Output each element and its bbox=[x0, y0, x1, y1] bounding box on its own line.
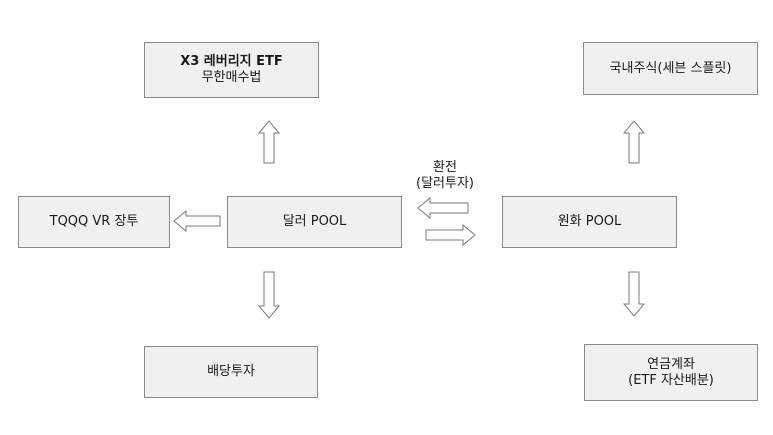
arrow-left-tqqq-vr bbox=[173, 209, 221, 233]
exchange-label-line-1: 환전 bbox=[433, 160, 457, 175]
node-pension: 연금계좌 (ETF 자산배분) bbox=[584, 344, 758, 401]
arrow-down-pension bbox=[622, 271, 646, 317]
node-tqqq-vr-line-1: TQQQ VR 장투 bbox=[49, 214, 139, 229]
node-domestic-stock: 국내주식(세븐 스플릿) bbox=[583, 42, 758, 95]
exchange-label: 환전 (달러투자) bbox=[400, 160, 490, 192]
node-won-pool-line-1: 원화 POOL bbox=[557, 214, 622, 229]
node-dollar-pool-line-1: 달러 POOL bbox=[282, 214, 347, 229]
node-pension-line-1: 연금계좌 bbox=[647, 356, 695, 372]
node-dividend: 배당투자 bbox=[144, 346, 318, 398]
arrow-up-leverage-etf bbox=[257, 120, 281, 164]
arrow-left-exchange bbox=[417, 196, 469, 220]
node-pension-line-2: (ETF 자산배분) bbox=[628, 372, 714, 388]
arrow-right-exchange bbox=[425, 223, 476, 247]
node-tqqq-vr: TQQQ VR 장투 bbox=[18, 196, 170, 248]
arrow-up-domestic-stock bbox=[622, 120, 646, 164]
arrow-down-dividend bbox=[257, 271, 281, 319]
node-dividend-line-1: 배당투자 bbox=[207, 364, 255, 379]
node-leverage-etf: X3 레버리지 ETF 무한매수법 bbox=[144, 42, 319, 98]
exchange-label-line-2: (달러투자) bbox=[416, 176, 474, 191]
node-dollar-pool: 달러 POOL bbox=[227, 196, 402, 248]
node-domestic-stock-line-1: 국내주식(세븐 스플릿) bbox=[609, 60, 732, 76]
node-leverage-etf-line-1: X3 레버리지 ETF bbox=[180, 54, 283, 69]
node-leverage-etf-line-2: 무한매수법 bbox=[201, 70, 262, 85]
node-won-pool: 원화 POOL bbox=[502, 196, 677, 248]
